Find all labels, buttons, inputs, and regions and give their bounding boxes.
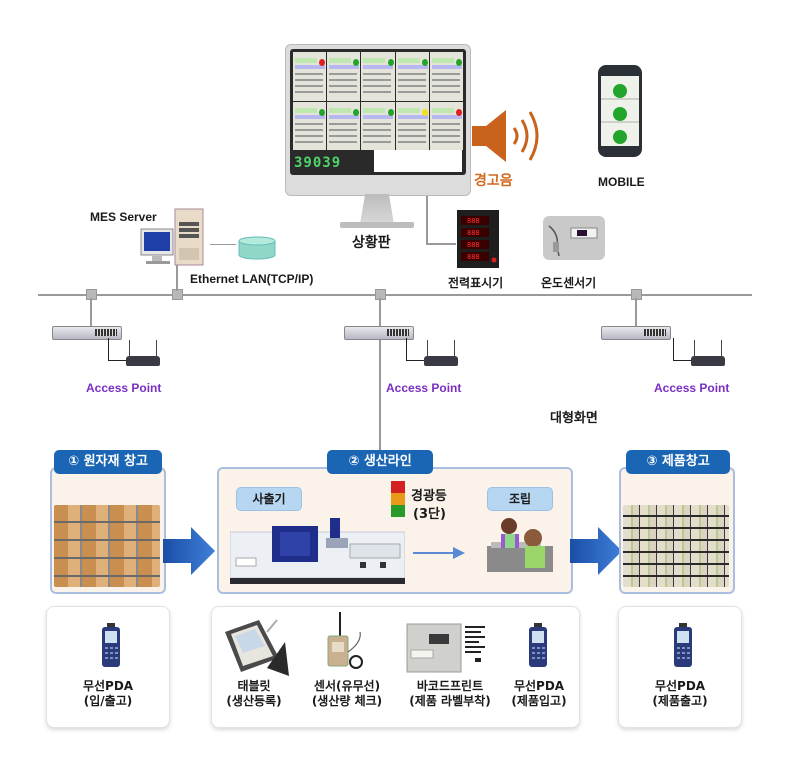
dashboard-cell	[327, 52, 361, 101]
dashboard-cell	[361, 52, 395, 101]
dashboard-cell	[395, 52, 429, 101]
svg-text:888: 888	[467, 241, 480, 249]
meter-link-line	[426, 190, 428, 244]
status-lamp-green	[353, 108, 360, 116]
dashboard-cell	[395, 101, 429, 150]
pda-icon	[529, 623, 547, 667]
network-switch	[52, 326, 122, 340]
dashboard-readout: 39039	[294, 155, 342, 171]
raw-warehouse-badge: ① 원자재 창고	[54, 450, 162, 474]
mes-server-label: MES Server	[90, 210, 157, 224]
status-board-monitor: 39039	[285, 44, 471, 196]
speaker-icon	[472, 110, 539, 162]
access-point-icon	[691, 340, 725, 366]
mobile-phone-icon	[598, 65, 642, 157]
access-point-icon	[424, 340, 458, 366]
dashboard-cell	[293, 101, 327, 150]
temperature-sensor-icon	[543, 216, 605, 260]
process-arrow-icon	[413, 547, 465, 559]
signal-tower-lamp-icon	[391, 481, 405, 517]
svg-text:888: 888	[467, 253, 480, 261]
server-tower-icon	[174, 208, 204, 266]
ap2-drop-line	[379, 298, 381, 450]
server-drop-line	[176, 255, 178, 291]
flow-arrow-icon	[163, 527, 215, 575]
assembly-workers-icon	[487, 518, 553, 572]
sensor-icon	[327, 612, 363, 669]
database-icon	[238, 236, 276, 260]
dashboard-cell	[361, 101, 395, 150]
injection-molding-machine-icon	[230, 518, 405, 584]
access-point-label: Access Point	[86, 381, 162, 395]
ap1-drop-line	[90, 298, 92, 326]
mobile-label: MOBILE	[598, 175, 645, 189]
temperature-sensor-label: 온도센서기	[541, 276, 597, 290]
product-warehouse-badge: ③ 제품창고	[626, 450, 730, 474]
device-label: 무선PDA (제품입고)	[511, 679, 567, 708]
status-lamp-yellow	[421, 108, 428, 116]
status-lamp-green	[421, 59, 428, 66]
access-point-label: Access Point	[654, 381, 730, 395]
ap-cable	[673, 360, 691, 361]
status-board-label: 상황판	[352, 235, 391, 251]
network-switch	[344, 326, 414, 340]
ap-cable	[108, 360, 126, 361]
dashboard-cell	[429, 101, 463, 150]
device-label: 센서(유무선) (생산량 체크)	[311, 679, 383, 708]
access-point-icon	[126, 340, 160, 366]
device-label: 태블릿 (생산등록)	[226, 679, 282, 708]
tablet-icon	[225, 619, 289, 676]
status-lamp-green	[387, 59, 394, 66]
raw-warehouse-photo	[54, 505, 160, 587]
alarm-label: 경고음	[474, 173, 513, 189]
flow-arrow-icon	[570, 527, 622, 575]
assembly-tag: 조립	[487, 487, 553, 511]
injection-machine-tag: 사출기	[236, 487, 302, 511]
signal-lamp-label: 경광등	[411, 489, 447, 504]
ap-cable	[673, 338, 674, 360]
signal-lamp-sub-label: (3단)	[413, 507, 446, 522]
dashboard-blank-area	[374, 150, 462, 172]
status-lamp-green	[319, 108, 326, 116]
monitor-base	[340, 222, 414, 228]
dashboard-grid	[293, 52, 463, 150]
dashboard-cell	[327, 101, 361, 150]
ap-cable	[406, 338, 407, 360]
svg-text:888: 888	[467, 229, 480, 237]
power-meter-label: 전력표시기	[448, 276, 504, 290]
big-screen-label: 대형화면	[550, 411, 598, 426]
monitor-stand	[360, 194, 394, 224]
db-link-line	[210, 244, 236, 245]
network-switch	[601, 326, 671, 340]
status-lamp-green	[456, 59, 462, 66]
ap-cable	[406, 360, 424, 361]
status-board-screen: 39039	[290, 49, 466, 175]
access-point-label: Access Point	[386, 381, 462, 395]
pda-icon	[102, 623, 120, 667]
device-label: 무선PDA (입/출고)	[82, 679, 134, 708]
svg-text:888: 888	[467, 217, 480, 225]
lan-label: Ethernet LAN(TCP/IP)	[190, 272, 314, 286]
production-line-badge: ② 생산라인	[327, 450, 433, 474]
power-meter-icon: 888 888 888 888	[457, 210, 499, 268]
ap-cable	[108, 338, 109, 360]
lan-backbone	[38, 294, 752, 296]
status-lamp-red	[456, 108, 462, 116]
status-lamp-green	[353, 59, 360, 66]
pc-monitor-icon	[140, 228, 174, 264]
barcode-printer-icon	[406, 623, 485, 673]
device-label: 바코드프린트 (제품 라벨부착)	[409, 679, 491, 708]
meter-link-line	[426, 243, 456, 245]
pda-icon	[674, 623, 692, 667]
status-lamp-green	[387, 108, 394, 116]
device-label: 무선PDA (제품출고)	[652, 679, 708, 708]
product-warehouse-photo	[623, 505, 729, 587]
dashboard-cell	[293, 52, 327, 101]
status-lamp-red	[319, 59, 326, 66]
dashboard-cell	[429, 52, 463, 101]
ap3-drop-line	[635, 298, 637, 326]
